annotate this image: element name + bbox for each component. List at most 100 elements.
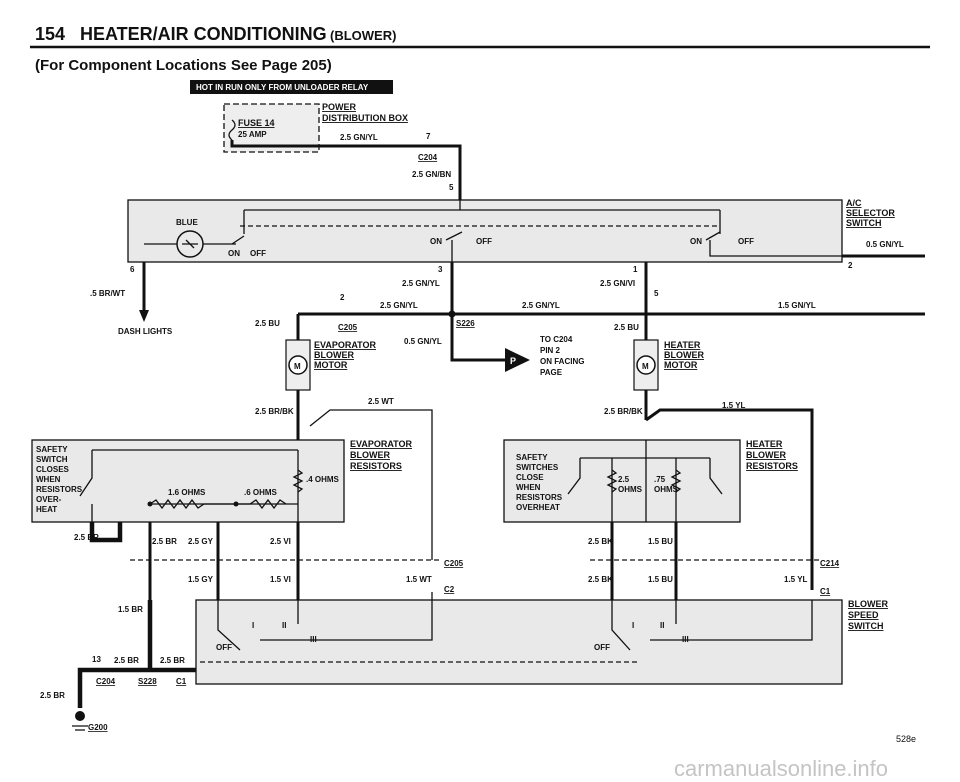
- wire-label-25gy: 2.5 GY: [188, 537, 214, 546]
- pin-2-ac: 2: [848, 261, 853, 270]
- svg-text:SWITCHES: SWITCHES: [516, 463, 559, 472]
- wire-label-25gnyl-b: 2.5 GN/YL: [522, 301, 560, 310]
- power-box-label-1: POWER: [322, 102, 357, 112]
- safety-switch-right-text: SAFETY SWITCHES CLOSE WHEN RESISTORS OVE…: [516, 453, 563, 512]
- connector-c204-bottom: C204: [96, 677, 116, 686]
- evap-resistor-network: [79, 449, 299, 522]
- switch-contacts: [231, 231, 721, 245]
- pin-6-ac: 6: [130, 265, 135, 274]
- ground-point-icon: [75, 711, 85, 721]
- speed-right-off: OFF: [594, 643, 610, 652]
- wire-label-25bk-b: 2.5 BK: [588, 575, 613, 584]
- to-c204-line-3: ON FACING: [540, 357, 584, 366]
- splice-s226-label: S226: [456, 319, 475, 328]
- wire-label-25br-e: 2.5 BR: [40, 691, 65, 700]
- evap-resistor-r1: .4 OHMS: [306, 475, 340, 484]
- ac-switch-label-1: A/C: [846, 198, 862, 208]
- wire-label-15gnyl: 1.5 GN/YL: [778, 301, 816, 310]
- dash-lights-label: DASH LIGHTS: [118, 327, 173, 336]
- heater-resistor-r2-unit: OHMS: [654, 485, 679, 494]
- ac-switch-label-3: SWITCH: [846, 218, 882, 228]
- svg-text:OVER-: OVER-: [36, 495, 62, 504]
- ac-switch-label-2: SELECTOR: [846, 208, 895, 218]
- connector-c205: C205: [444, 559, 464, 568]
- wire-label-25gnbn: 2.5 GN/BN: [412, 170, 451, 179]
- ac-switch-on-2: ON: [430, 237, 442, 246]
- wire-label-25br-c: 2.5 BR: [114, 656, 139, 665]
- heater-resistor-network: [567, 440, 723, 522]
- ground-symbol-icon: [72, 725, 88, 731]
- figure-code: 528e: [896, 734, 916, 744]
- ac-switch-on-1: ON: [228, 249, 240, 258]
- connector-c2: C2: [444, 585, 455, 594]
- ac-switch-off-1: OFF: [250, 249, 266, 258]
- wire-label-25bu-left: 2.5 BU: [255, 319, 280, 328]
- speed-switch-label-1: BLOWER: [848, 599, 888, 609]
- fuse-rating: 25 AMP: [238, 130, 267, 139]
- evap-resistor-outputs: [148, 522, 300, 600]
- heater-resistors-label-1: HEATER: [746, 439, 783, 449]
- heater-resistor-r1: 2.5: [618, 475, 630, 484]
- page-title-suffix: (BLOWER): [330, 28, 396, 43]
- dash-lights-arrow-icon: [139, 310, 149, 322]
- connector-c1-right: C1: [820, 587, 831, 596]
- junction-dot: [233, 501, 239, 507]
- svg-text:SWITCH: SWITCH: [36, 455, 68, 464]
- speed-right-2: II: [660, 621, 664, 630]
- wire-label-25br-a: 2.5 BR: [74, 533, 99, 542]
- wire-label-05gnyl-right: 0.5 GN/YL: [866, 240, 904, 249]
- wire-25wt: [309, 409, 433, 560]
- pin-3-ac: 3: [438, 265, 443, 274]
- lamp-filament: [182, 239, 198, 249]
- heater-resistors-box: [503, 439, 741, 523]
- svg-text:HEAT: HEAT: [36, 505, 57, 514]
- heater-motor-m: M: [642, 362, 649, 371]
- svg-text:WHEN: WHEN: [36, 475, 61, 484]
- evap-motor-icon: [288, 355, 308, 375]
- wire-label-25brbk-left: 2.5 BR/BK: [255, 407, 294, 416]
- ac-switch-blue-label: BLUE: [176, 218, 198, 227]
- pin-2-bus: 2: [340, 293, 345, 302]
- ground-g200: G200: [88, 723, 108, 732]
- evap-motor-label-2: BLOWER: [314, 350, 354, 360]
- wire-label-25wt: 2.5 WT: [368, 397, 394, 406]
- speed-left-3: III: [310, 635, 317, 644]
- svg-text:RESISTORS: RESISTORS: [516, 493, 563, 502]
- resistor-vertical-icon: [606, 469, 618, 493]
- heater-motor-label-3: MOTOR: [664, 360, 698, 370]
- to-c204-line-4: PAGE: [540, 368, 563, 377]
- junction-dot: [147, 501, 153, 507]
- heater-resistors-label-3: RESISTORS: [746, 461, 798, 471]
- evap-motor-label-3: MOTOR: [314, 360, 348, 370]
- wire-label-25br-b: 2.5 BR: [152, 537, 177, 546]
- wire-15yl: [645, 408, 814, 590]
- heater-resistor-outputs: [610, 522, 678, 600]
- pin-13: 13: [92, 655, 101, 664]
- splice-s226-dot: [448, 310, 456, 318]
- wire-label-25gnyl-mid: 2.5 GN/YL: [402, 279, 440, 288]
- svg-text:WHEN: WHEN: [516, 483, 541, 492]
- resistor-vertical-icon: [292, 469, 304, 493]
- svg-text:CLOSE: CLOSE: [516, 473, 544, 482]
- evap-resistors-label-3: RESISTORS: [350, 461, 402, 471]
- watermark: carmanualsonline.info: [674, 756, 888, 781]
- wire-label-25gnvi: 2.5 GN/VI: [600, 279, 635, 288]
- wire-label-15wt: 1.5 WT: [406, 575, 432, 584]
- heater-resistor-r2: .75: [654, 475, 666, 484]
- wire-label-25brbk-right: 2.5 BR/BK: [604, 407, 643, 416]
- wire-label-05gnyl-mid: 0.5 GN/YL: [404, 337, 442, 346]
- speed-left-1: I: [252, 621, 254, 630]
- wire-label-25bu-right: 2.5 BU: [614, 323, 639, 332]
- svg-text:SAFETY: SAFETY: [36, 445, 68, 454]
- ac-switch-off-3: OFF: [738, 237, 754, 246]
- power-distribution-box: [223, 103, 320, 153]
- ac-switch-bus: [243, 200, 721, 234]
- resistor-vertical-icon: [670, 469, 682, 493]
- wire-25gnyl-mid: [450, 262, 505, 362]
- evap-resistor-r3: .6 OHMS: [244, 488, 278, 497]
- wire-ground-path: [77, 600, 196, 708]
- evap-resistors-box: [31, 439, 345, 523]
- pin-7: 7: [426, 132, 431, 141]
- page-number: 154: [35, 24, 65, 44]
